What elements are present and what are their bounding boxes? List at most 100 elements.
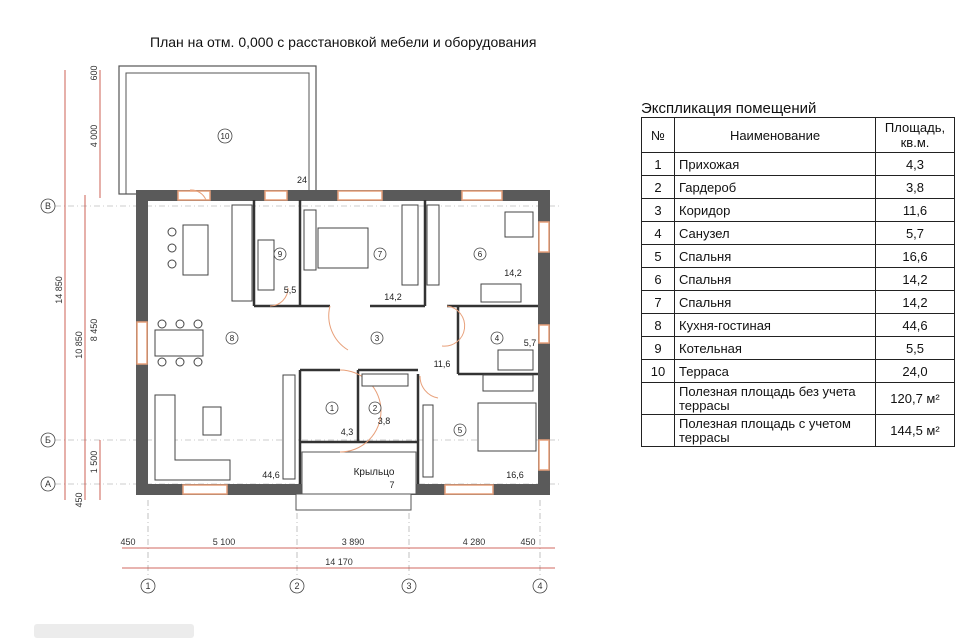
total-area: 144,5 м² <box>875 414 955 447</box>
room-number: 8 <box>230 334 235 343</box>
row-area: 11,6 <box>875 198 955 222</box>
row-name: Гардероб <box>674 175 876 199</box>
porch-label: Крыльцо <box>354 467 395 478</box>
room-area: 44,6 <box>262 470 280 480</box>
room-number: 7 <box>378 250 383 259</box>
row-name: Коридор <box>674 198 876 222</box>
dimension-label: 5 100 <box>213 537 236 547</box>
dimension-label: 450 <box>520 537 535 547</box>
row-area: 14,2 <box>875 290 955 314</box>
porch <box>295 451 417 511</box>
room-area: 5,5 <box>284 285 297 295</box>
total-name: Полезная площадь без учета террасы <box>674 382 876 415</box>
room-area: 11,6 <box>434 359 451 369</box>
doors <box>189 189 466 453</box>
row-no: 3 <box>641 198 675 222</box>
total-name: Полезная площадь с учетом террасы <box>674 414 876 447</box>
row-name: Спальня <box>674 267 876 291</box>
terrace <box>118 65 317 195</box>
dimension-label: 3 890 <box>342 537 365 547</box>
axis-col-label: 4 <box>537 581 542 591</box>
porch-area: 7 <box>389 480 394 490</box>
dimension-label: 600 <box>89 65 99 80</box>
row-no: 1 <box>641 152 675 176</box>
windows <box>136 190 550 495</box>
axis-row-label: Б <box>45 435 51 445</box>
row-no: 6 <box>641 267 675 291</box>
row-name: Кухня-гостиная <box>674 313 876 337</box>
room-number: 4 <box>495 334 500 343</box>
explication-title: Экспликация помещений <box>641 100 817 117</box>
room-area: 4,3 <box>341 427 354 437</box>
axis-row-label: А <box>45 479 51 489</box>
total-area: 120,7 м² <box>875 382 955 415</box>
room-number: 2 <box>373 404 378 413</box>
dimension-label: 4 280 <box>463 537 486 547</box>
row-no: 10 <box>641 359 675 383</box>
row-no: 2 <box>641 175 675 199</box>
room-area: 24 <box>297 175 307 185</box>
room-area: 3,8 <box>378 416 391 426</box>
row-area: 4,3 <box>875 152 955 176</box>
room-area: 5,7 <box>524 338 537 348</box>
room-number: 5 <box>458 426 463 435</box>
page-title: План на отм. 0,000 с расстановкой мебели… <box>150 34 537 50</box>
room-number: 10 <box>221 132 230 141</box>
row-area: 5,7 <box>875 221 955 245</box>
dimension-total: 10 850 <box>74 331 84 359</box>
axis-col-label: 3 <box>406 581 411 591</box>
dimension-label: 4 000 <box>89 125 99 148</box>
row-no: 4 <box>641 221 675 245</box>
dimension-label: 450 <box>120 537 135 547</box>
row-no: 9 <box>641 336 675 360</box>
room-area: 14,2 <box>504 268 522 278</box>
room-area: 16,6 <box>506 470 524 480</box>
header-area: Площадь, кв.м. <box>875 117 955 153</box>
dimension-label: 1 500 <box>89 451 99 474</box>
row-name: Спальня <box>674 244 876 268</box>
header-name: Наименование <box>674 117 876 153</box>
room-area: 14,2 <box>384 292 402 302</box>
watermark-logo <box>34 624 194 638</box>
dimension-total: 14 170 <box>325 557 353 567</box>
dimension-lines <box>64 70 555 569</box>
row-name: Котельная <box>674 336 876 360</box>
row-no: 8 <box>641 313 675 337</box>
room-number: 3 <box>375 334 380 343</box>
axis-row-label: В <box>45 201 51 211</box>
row-area: 14,2 <box>875 267 955 291</box>
axis-col-label: 1 <box>145 581 150 591</box>
row-area: 44,6 <box>875 313 955 337</box>
room-number: 9 <box>278 250 283 259</box>
furniture <box>154 204 537 481</box>
header-no: № <box>641 117 675 153</box>
row-name: Терраса <box>674 359 876 383</box>
inner-walls <box>252 200 538 484</box>
axis-col-label: 2 <box>294 581 299 591</box>
row-area: 16,6 <box>875 244 955 268</box>
dimension-label: 8 450 <box>89 319 99 342</box>
row-no: 7 <box>641 290 675 314</box>
row-no: 5 <box>641 244 675 268</box>
row-name: Санузел <box>674 221 876 245</box>
row-name: Прихожая <box>674 152 876 176</box>
room-number: 1 <box>330 404 335 413</box>
row-area: 3,8 <box>875 175 955 199</box>
row-area: 24,0 <box>875 359 955 383</box>
row-name: Спальня <box>674 290 876 314</box>
row-area: 5,5 <box>875 336 955 360</box>
